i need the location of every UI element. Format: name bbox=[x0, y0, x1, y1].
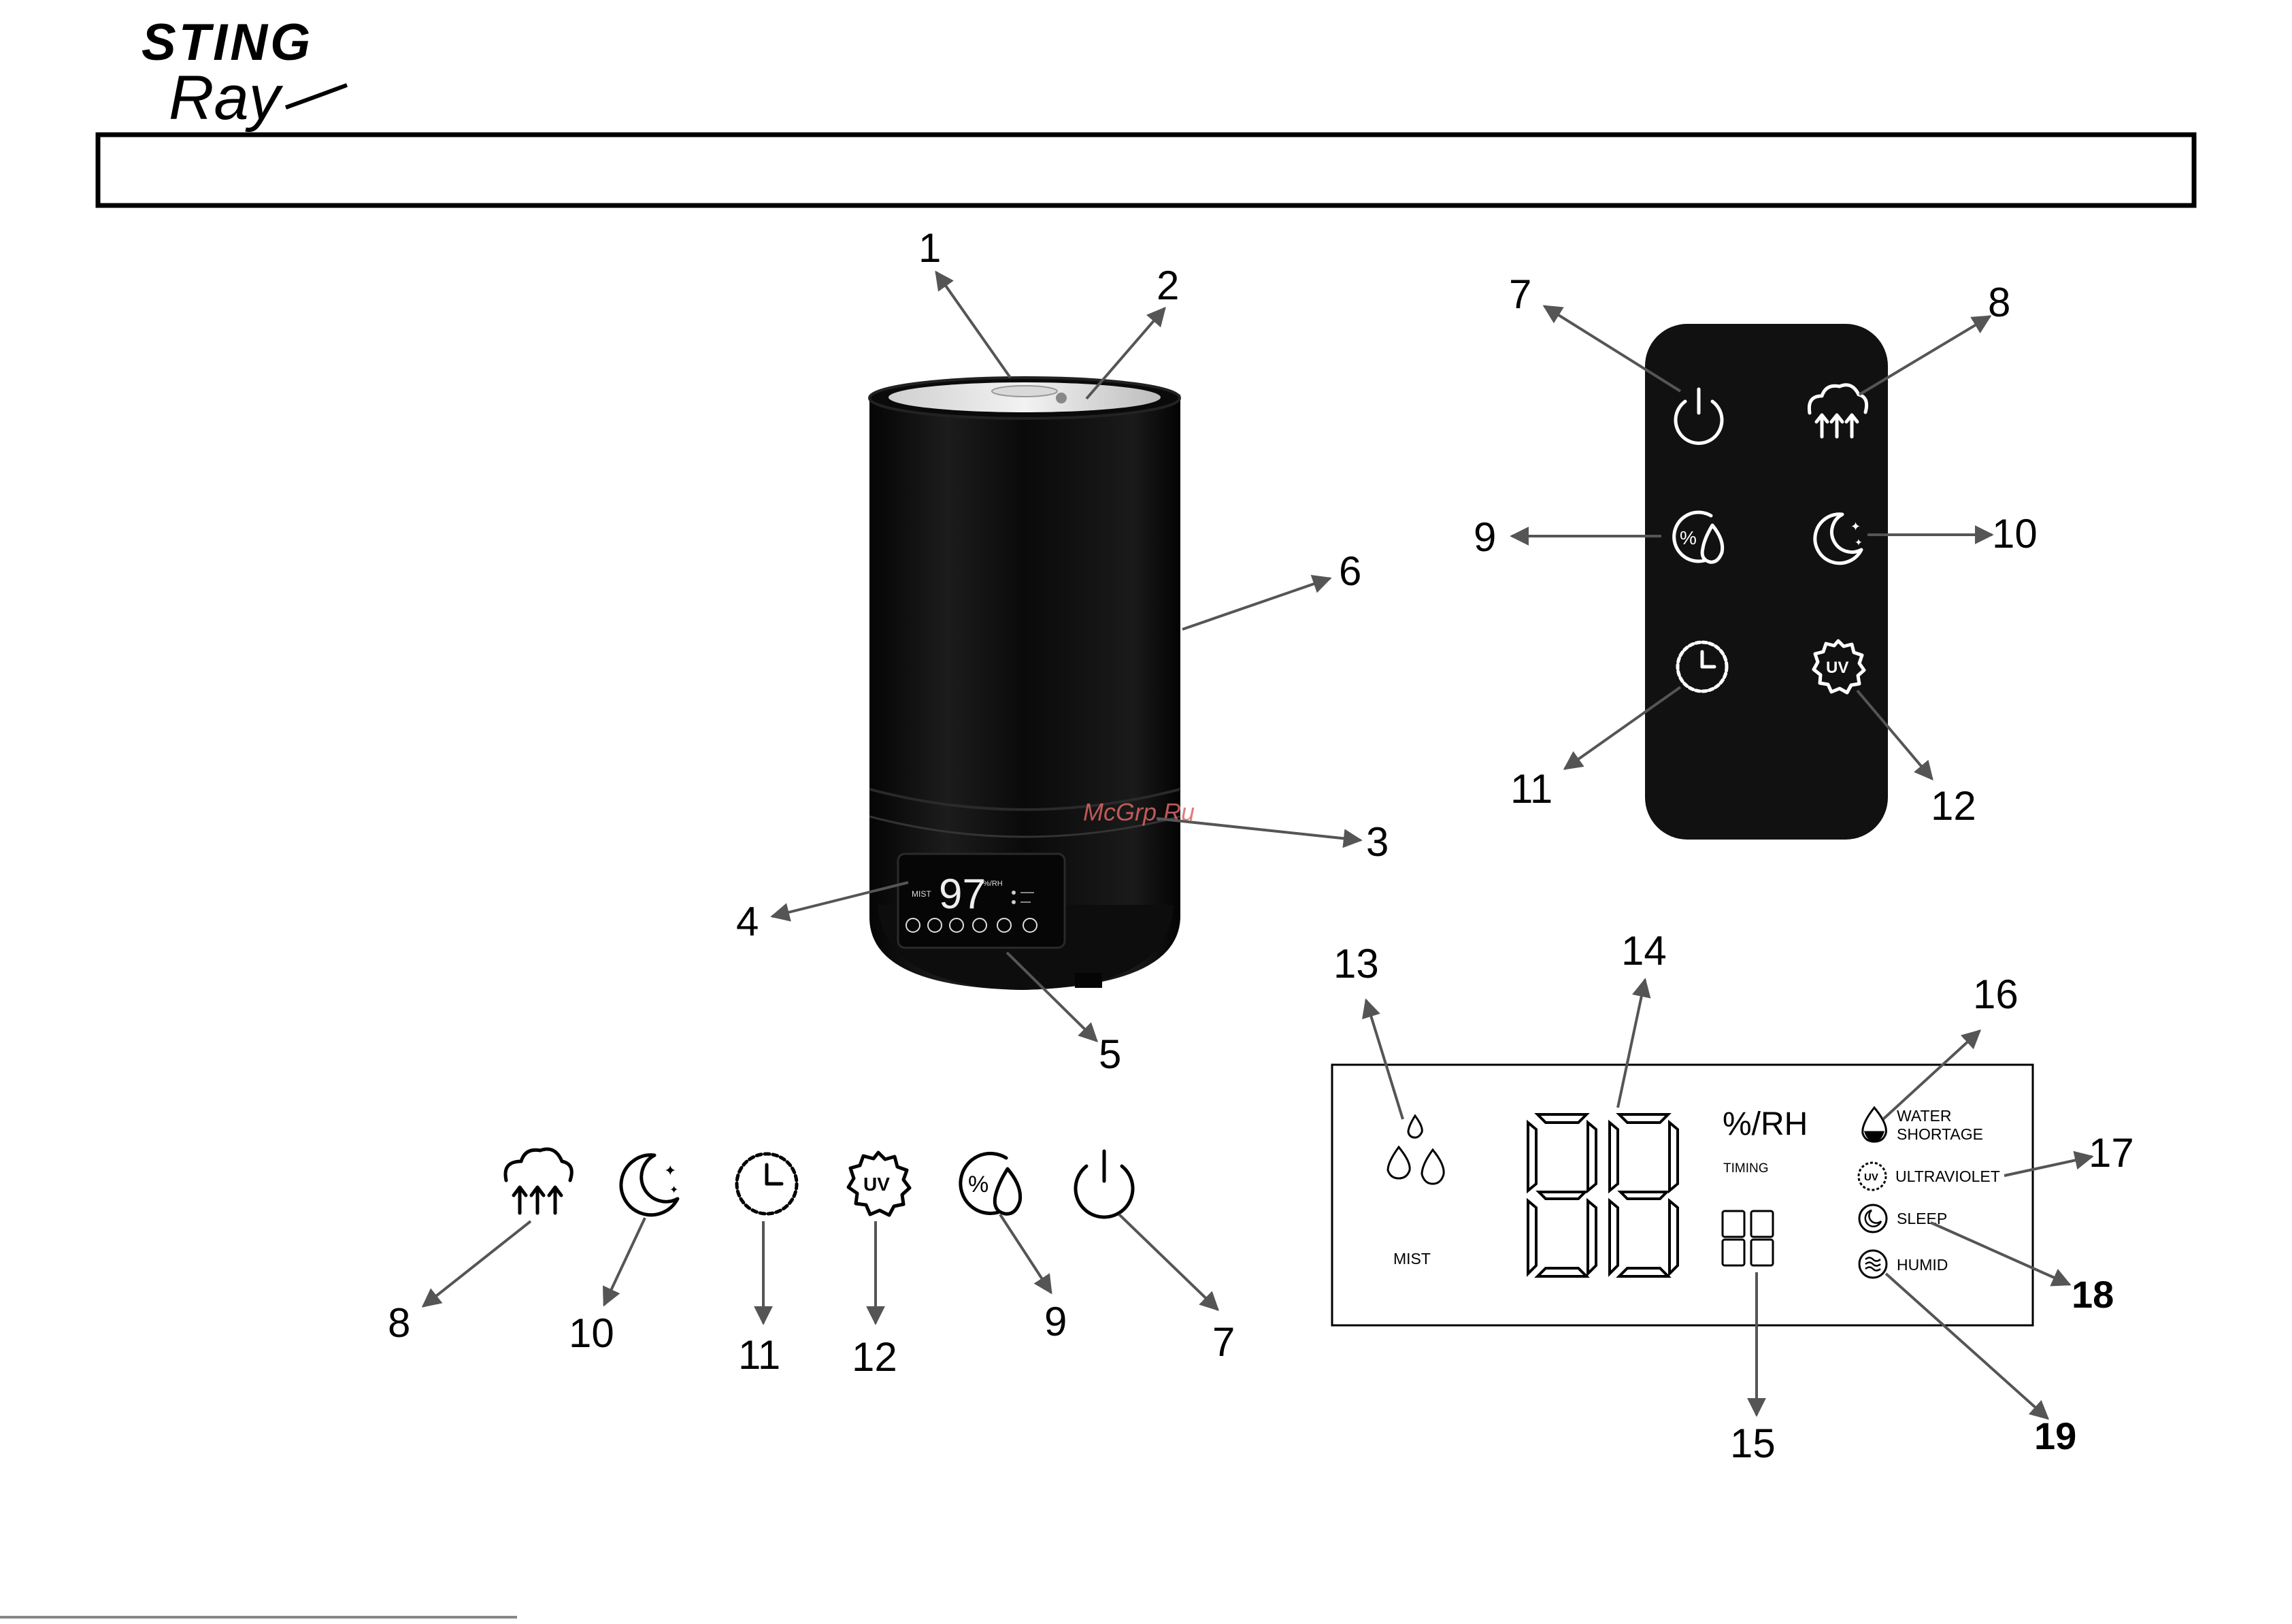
lcd-callout-13: 13 bbox=[1333, 941, 1379, 987]
remote-callout-8: 8 bbox=[1988, 280, 2010, 325]
row-callout-9: 9 bbox=[1044, 1299, 1067, 1344]
svg-text:UV: UV bbox=[863, 1174, 890, 1195]
svg-text:UV: UV bbox=[1826, 659, 1848, 677]
row-turbo-icon bbox=[505, 1149, 571, 1213]
row-callout-7: 7 bbox=[1212, 1319, 1235, 1365]
svg-text:%: % bbox=[968, 1172, 989, 1197]
remote-body bbox=[1645, 324, 1888, 840]
lcd-humid-label: HUMID bbox=[1897, 1256, 1948, 1274]
lcd-callout-14: 14 bbox=[1621, 928, 1667, 974]
callout-6: 6 bbox=[1339, 548, 1361, 594]
title-band bbox=[98, 135, 2194, 205]
remote-callout-7: 7 bbox=[1509, 271, 1531, 317]
lcd-sleep-label: SLEEP bbox=[1897, 1210, 1947, 1227]
device-display-unit: %/RH bbox=[983, 880, 1003, 888]
lcd-diagram: MIST %/RH TIMING bbox=[1332, 1065, 2033, 1325]
lcd-unit-label: %/RH bbox=[1723, 1106, 1808, 1142]
icon-row: ✦ ✦ UV % bbox=[505, 1149, 1133, 1217]
lcd-callout-16: 16 bbox=[1973, 972, 2019, 1017]
row-callout-11: 11 bbox=[738, 1332, 780, 1378]
lcd-callout-18: 18 bbox=[2072, 1273, 2114, 1316]
remote-panel: % ✦ ✦ UV bbox=[1645, 324, 1888, 840]
callout-4: 4 bbox=[736, 899, 759, 944]
brand-swash bbox=[286, 85, 347, 107]
callout-3: 3 bbox=[1366, 819, 1389, 865]
device-display-mist: MIST bbox=[912, 889, 931, 899]
row-callout-8: 8 bbox=[388, 1300, 410, 1346]
lcd-frame bbox=[1332, 1065, 2033, 1325]
icon-row-callouts: 8 10 11 12 9 7 bbox=[388, 1214, 1235, 1380]
svg-text:✦: ✦ bbox=[669, 1184, 678, 1196]
callout-2: 2 bbox=[1157, 263, 1179, 308]
device-display-value: 97 bbox=[939, 871, 986, 918]
lcd-callout-17: 17 bbox=[2089, 1130, 2134, 1176]
lcd-water-label-1: WATER bbox=[1897, 1107, 1952, 1125]
lcd-ultraviolet-label: ULTRAVIOLET bbox=[1895, 1167, 2000, 1185]
humidifier-device: 97 MIST %/RH McGrp.Ru bbox=[869, 378, 1195, 990]
svg-text:UV: UV bbox=[1864, 1172, 1878, 1183]
lcd-timing-label: TIMING bbox=[1723, 1161, 1769, 1176]
callout-5: 5 bbox=[1099, 1031, 1121, 1077]
row-sleep-icon: ✦ ✦ bbox=[621, 1155, 678, 1215]
brand-logo: STING Ray bbox=[142, 14, 347, 133]
svg-text:%: % bbox=[1680, 527, 1697, 548]
remote-callout-9: 9 bbox=[1474, 514, 1496, 560]
row-callout-12: 12 bbox=[852, 1334, 897, 1380]
row-power-icon bbox=[1076, 1151, 1133, 1217]
remote-callout-12: 12 bbox=[1931, 783, 1976, 829]
lcd-water-label-2: SHORTAGE bbox=[1897, 1125, 1983, 1143]
row-uv-icon: UV bbox=[848, 1153, 910, 1215]
row-humidity-icon: % bbox=[961, 1153, 1020, 1214]
brand-script: Ray bbox=[169, 63, 284, 133]
callout-1: 1 bbox=[918, 225, 941, 271]
lcd-callout-19: 19 bbox=[2034, 1414, 2076, 1457]
svg-text:✦: ✦ bbox=[1850, 520, 1861, 533]
row-callout-10: 10 bbox=[569, 1310, 614, 1356]
lcd-mist-label: MIST bbox=[1393, 1250, 1431, 1267]
remote-callout-10: 10 bbox=[1992, 511, 2038, 557]
lcd-callout-15: 15 bbox=[1730, 1421, 1776, 1466]
remote-callout-11: 11 bbox=[1510, 766, 1552, 812]
svg-text:✦: ✦ bbox=[1855, 537, 1863, 548]
svg-text:✦: ✦ bbox=[664, 1162, 676, 1179]
row-timer-icon bbox=[737, 1154, 797, 1214]
